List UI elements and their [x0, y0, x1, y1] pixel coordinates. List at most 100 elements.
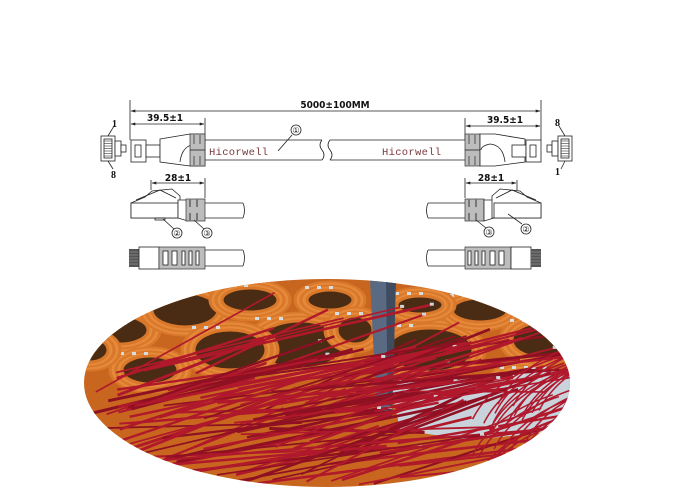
connector-plug — [479, 432, 484, 436]
connector-plug — [524, 366, 528, 369]
left-plug-length-label: 39.5±1 — [147, 113, 183, 124]
callout-3-left: ③ — [203, 229, 210, 238]
red-cable-strand — [513, 355, 570, 417]
left-pin-face: 1 8 — [100, 119, 127, 181]
right-pin-face: 8 1 — [546, 118, 573, 178]
connector-plug — [192, 326, 196, 329]
connector-plug — [244, 284, 248, 287]
connector-plug — [120, 352, 124, 355]
red-cable-strand — [342, 388, 519, 457]
right-boot-length-label: 28±1 — [478, 173, 504, 184]
red-cable-strand — [311, 351, 570, 388]
red-cable-strand — [162, 408, 405, 439]
red-cable-strand — [483, 362, 564, 424]
red-cable-strand — [203, 335, 456, 420]
connector-plug — [204, 326, 208, 329]
red-cable-strand — [240, 425, 497, 436]
right-boot-detail: 28±1 ③ ② — [426, 173, 542, 238]
red-cable-strand — [284, 389, 423, 418]
connector-plug — [84, 334, 86, 337]
red-cable-strand — [471, 358, 553, 420]
red-cable-strand — [478, 395, 560, 457]
left-boot-length-label: 28±1 — [165, 173, 191, 184]
red-cable-strand — [203, 401, 439, 451]
cable-left-section: Hicorwell ① — [205, 124, 325, 161]
cable-coil-ring — [150, 291, 220, 329]
connector-plug — [305, 286, 309, 289]
connector-plug — [397, 324, 401, 327]
red-cable-strand — [240, 395, 436, 424]
red-cable-strand — [289, 376, 499, 402]
connector-plug — [494, 424, 499, 428]
connector-plug — [329, 286, 333, 289]
connector-plug — [575, 349, 579, 352]
red-cable-strand — [538, 349, 570, 411]
connector-plug — [279, 317, 283, 320]
cable-coil-ring — [84, 336, 110, 364]
left-pin-label-bottom: 8 — [111, 170, 116, 181]
red-cable-strand — [237, 425, 380, 475]
connector-plug — [450, 294, 454, 297]
red-cable-strand — [132, 306, 403, 373]
connector-plug — [688, 356, 692, 359]
cable-coil-ring — [217, 284, 283, 316]
connector-plug — [220, 284, 224, 287]
red-cable-strand — [119, 386, 246, 431]
red-cable-strand — [560, 370, 570, 432]
connector-plug — [335, 312, 339, 315]
connector-plug — [409, 324, 413, 327]
left-boot-detail: 28±1 ② ③ — [130, 173, 245, 239]
right-pin-label-bottom: 1 — [555, 167, 560, 178]
connector-plug — [216, 326, 220, 329]
red-cable-strand — [521, 359, 570, 421]
connector-plug — [500, 366, 504, 369]
red-cable-strand — [493, 388, 570, 450]
cable-bundles-photo — [70, 279, 692, 487]
callout-1: ① — [292, 126, 299, 135]
connector-plug — [400, 304, 405, 308]
red-cable-strand — [533, 423, 570, 485]
connector-plug — [376, 406, 381, 410]
red-cable-strand — [217, 379, 456, 404]
cable-coil-ring — [90, 314, 150, 346]
red-cable-strand — [239, 387, 508, 485]
red-cable-strand — [120, 357, 437, 448]
connector-plug — [421, 312, 426, 316]
left-plug-bottom-view — [129, 246, 245, 270]
connector-plug — [144, 352, 148, 355]
red-cable-strand — [129, 354, 416, 418]
cable-coil-ring — [111, 348, 189, 392]
connector-plug — [419, 292, 423, 295]
connector-plug — [132, 352, 136, 355]
connector-plug — [232, 284, 236, 287]
connector-plug — [474, 294, 478, 297]
right-plug-side-view — [464, 133, 542, 167]
connector-plug — [347, 312, 351, 315]
red-cable-strand — [237, 345, 455, 390]
connector-plug — [94, 334, 98, 337]
right-plug-bottom-view — [426, 246, 541, 270]
connector-plug — [70, 334, 74, 337]
red-cable-strand — [492, 361, 570, 423]
red-cable-strand — [216, 433, 483, 476]
connector-plug — [102, 312, 106, 315]
connector-plug — [150, 289, 154, 292]
red-cable-strand — [511, 388, 570, 450]
cable-right-section: Hicorwell — [327, 139, 465, 161]
red-cable-strand — [565, 339, 570, 402]
red-cable-strand — [271, 368, 560, 394]
connector-plug — [114, 312, 118, 315]
cable-coil-ring — [220, 286, 280, 314]
red-cable-strand — [121, 437, 427, 465]
red-cable-strand — [120, 386, 298, 460]
connector-plug — [317, 286, 321, 289]
connector-plug — [255, 317, 259, 320]
connector-plug — [429, 302, 434, 306]
connector-plug — [395, 292, 399, 295]
connector-plug — [359, 312, 363, 315]
total-length-label: 5000±100MM — [300, 100, 369, 111]
callout-2-left: ② — [173, 229, 180, 238]
connector-plug — [453, 379, 458, 383]
connector-plug — [531, 366, 536, 370]
left-plug-side-view — [130, 133, 206, 167]
